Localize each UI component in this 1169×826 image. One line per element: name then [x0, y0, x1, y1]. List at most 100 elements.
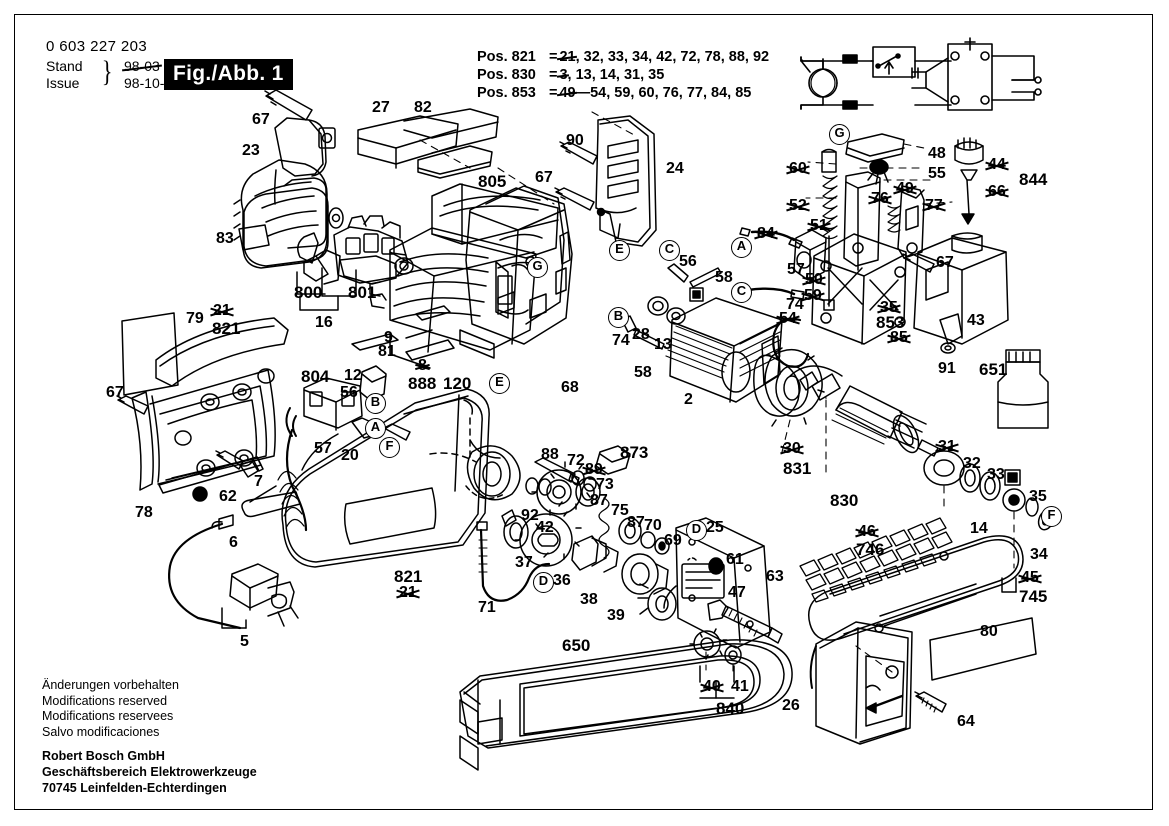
superseded-callout-text: 84 — [757, 225, 775, 242]
part-callout-23: 23 — [242, 142, 260, 159]
superseded-callout-text: 31 — [938, 438, 956, 455]
part-callout-82: 82 — [414, 99, 432, 116]
part-callout-38: 38 — [580, 591, 598, 608]
superseded-callout-text: 66 — [988, 183, 1006, 200]
superseded-callout-text: 51 — [810, 217, 828, 234]
part-callout-804: 804 — [301, 367, 330, 386]
reference-letter-D: D — [533, 572, 554, 593]
part-callout-873: 873 — [620, 443, 649, 462]
part-callout-67: 67 — [106, 384, 124, 401]
superseded-callout-77: 77 — [925, 198, 943, 214]
part-callout-821: 821 — [394, 567, 423, 586]
footer-spacer — [42, 740, 257, 749]
position-legend-equals: = — [549, 67, 558, 83]
part-callout-56: 56 — [679, 253, 697, 270]
part-callout-6: 6 — [229, 534, 238, 551]
part-callout-746: 746 — [856, 540, 885, 559]
part-callout-64: 64 — [957, 713, 975, 730]
reference-letter-E: E — [489, 373, 510, 394]
part-callout-120: 120 — [443, 374, 472, 393]
part-callout-9: 9 — [384, 329, 393, 346]
part-callout-25: 25 — [706, 519, 724, 536]
footer-company-line: 70745 Leinfelden-Echterdingen — [42, 780, 227, 795]
part-callout-58: 58 — [715, 269, 733, 286]
part-callout-35: 35 — [1029, 488, 1047, 505]
part-callout-87: 87 — [590, 492, 608, 509]
reference-letter-B: B — [608, 307, 629, 328]
superseded-callout-54: 54 — [779, 311, 797, 327]
position-legend-line: Pos. 853=49—54, 59, 60, 76, 77, 84, 85 — [477, 84, 769, 102]
reference-letter-E: E — [609, 240, 630, 261]
part-callout-830: 830 — [830, 491, 859, 510]
part-callout-745: 745 — [1019, 587, 1048, 606]
part-callout-32: 32 — [963, 455, 981, 472]
part-callout-48: 48 — [928, 145, 946, 162]
part-callout-57: 57 — [314, 440, 332, 457]
part-callout-58: 58 — [634, 364, 652, 381]
part-callout-67: 67 — [936, 254, 954, 271]
sheet-border — [14, 14, 1153, 810]
part-callout-69: 69 — [664, 532, 682, 549]
position-legend-key: Pos. 830 — [477, 67, 536, 83]
revision-labels: Stand Issue — [46, 58, 94, 92]
position-legend-equals: = — [549, 49, 558, 65]
footer-company-line: Geschäftsbereich Elektrowerkzeuge — [42, 764, 257, 779]
position-legend-values: , 32, 33, 34, 42, 72, 78, 88, 92 — [575, 49, 770, 65]
superseded-callout-85: 85 — [890, 330, 908, 346]
part-callout-62: 62 — [219, 488, 237, 505]
superseded-callout-text: 44 — [988, 156, 1006, 173]
part-callout-80: 80 — [980, 623, 998, 640]
part-callout-2: 2 — [684, 391, 693, 408]
superseded-callout-text: 49 — [896, 180, 914, 197]
part-callout-92: 92 — [521, 507, 539, 524]
superseded-callout-text: 89 — [585, 461, 603, 478]
part-callout-39: 39 — [607, 607, 625, 624]
part-callout-71: 71 — [478, 599, 496, 616]
date-superseded: 98-03 — [124, 58, 160, 74]
position-legend-key: Pos. 821 — [477, 49, 536, 65]
superseded-callout-44: 44 — [988, 157, 1006, 173]
part-callout-28: 28 — [632, 326, 650, 343]
part-callout-79: 79 — [186, 310, 204, 327]
reference-letter-A: A — [365, 418, 386, 439]
part-callout-61: 61 — [726, 551, 744, 568]
superseded-callout-text: 40 — [703, 678, 721, 695]
part-callout-20: 20 — [341, 447, 359, 464]
reference-letter-G: G — [829, 124, 850, 145]
part-callout-16: 16 — [315, 314, 333, 331]
part-callout-41: 41 — [731, 678, 749, 695]
reference-letter-G: G — [527, 257, 548, 278]
issue-label: Issue — [46, 75, 80, 91]
superseded-callout-60: 60 — [789, 161, 807, 177]
part-callout-68: 68 — [561, 379, 579, 396]
part-callout-56: 56 — [340, 384, 358, 401]
part-callout-47: 47 — [728, 584, 746, 601]
part-callout-34: 34 — [1030, 546, 1048, 563]
part-callout-805: 805 — [478, 172, 507, 191]
revision-brace: } — [101, 55, 113, 88]
part-callout-5: 5 — [240, 633, 249, 650]
superseded-callout-8: 8 — [418, 358, 427, 374]
part-callout-91: 91 — [938, 360, 956, 377]
part-callout-73: 73 — [596, 476, 614, 493]
superseded-callout-text: 45 — [1021, 569, 1039, 586]
superseded-callout-text: 77 — [925, 197, 943, 214]
superseded-callout-40: 40 — [703, 679, 721, 695]
position-legend-superseded: 21 — [559, 49, 576, 65]
part-callout-67: 67 — [535, 169, 553, 186]
part-callout-83: 83 — [216, 230, 234, 247]
superseded-callout-text: 59 — [804, 287, 822, 304]
part-callout-831: 831 — [783, 459, 812, 478]
superseded-callout-51: 51 — [810, 218, 828, 234]
superseded-callout-31: 31 — [938, 439, 956, 455]
superseded-callout-84: 84 — [757, 226, 775, 242]
part-callout-37: 37 — [515, 554, 533, 571]
part-callout-27: 27 — [372, 99, 390, 116]
part-callout-72: 72 — [567, 452, 585, 469]
part-callout-42: 42 — [536, 519, 554, 536]
superseded-callout-text: 50 — [805, 271, 823, 288]
part-callout-90: 90 — [566, 132, 584, 149]
part-callout-70: 70 — [644, 517, 662, 534]
reference-letter-F: F — [1041, 506, 1062, 527]
